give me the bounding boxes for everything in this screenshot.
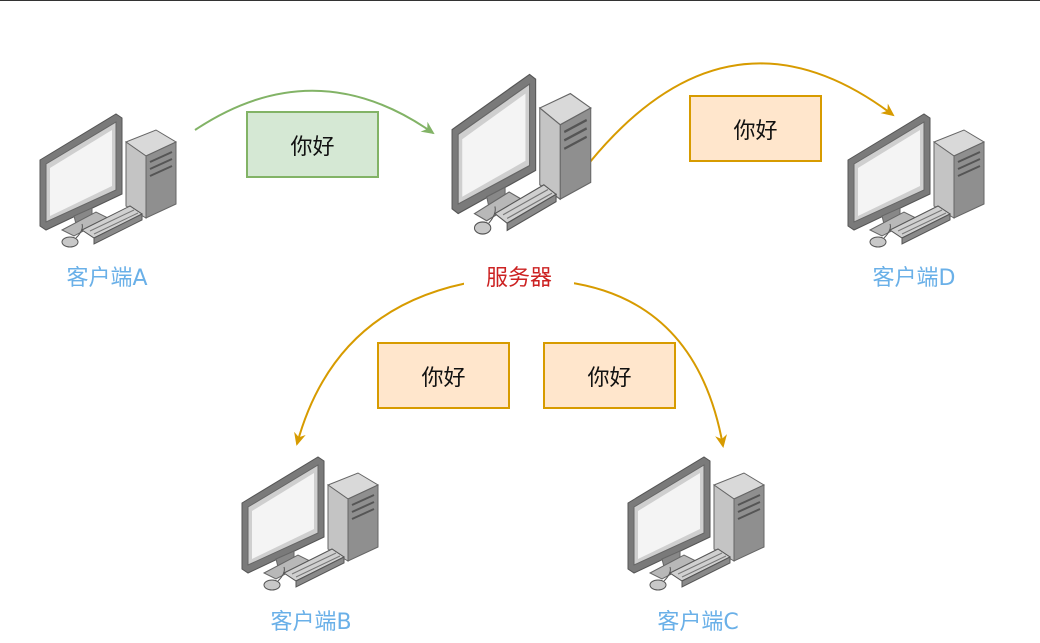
client-a-computer-icon: [39, 113, 177, 248]
client-a-label: 客户端A: [66, 266, 148, 291]
client-b-computer-icon: [241, 456, 379, 591]
message-server-to-b: 你好: [377, 342, 510, 409]
arrow-server-to-b: [294, 280, 479, 446]
message-server-to-c: 你好: [543, 342, 676, 409]
server-computer-icon: [450, 73, 592, 236]
client-c-label: 客户端C: [657, 610, 739, 635]
message-server-to-d: 你好: [689, 95, 822, 162]
client-d-label: 客户端D: [872, 266, 956, 291]
arrow-server-to-d: [589, 62, 895, 163]
client-d-computer-icon: [847, 113, 985, 248]
message-a-to-server: 你好: [246, 111, 379, 178]
server-label: 服务器: [464, 266, 574, 292]
arrow-a-to-server: [194, 89, 435, 135]
client-c-computer-icon: [627, 456, 765, 591]
top-border: [0, 0, 1040, 1]
client-b-label: 客户端B: [270, 610, 352, 635]
arrow-server-to-c: [565, 281, 727, 448]
